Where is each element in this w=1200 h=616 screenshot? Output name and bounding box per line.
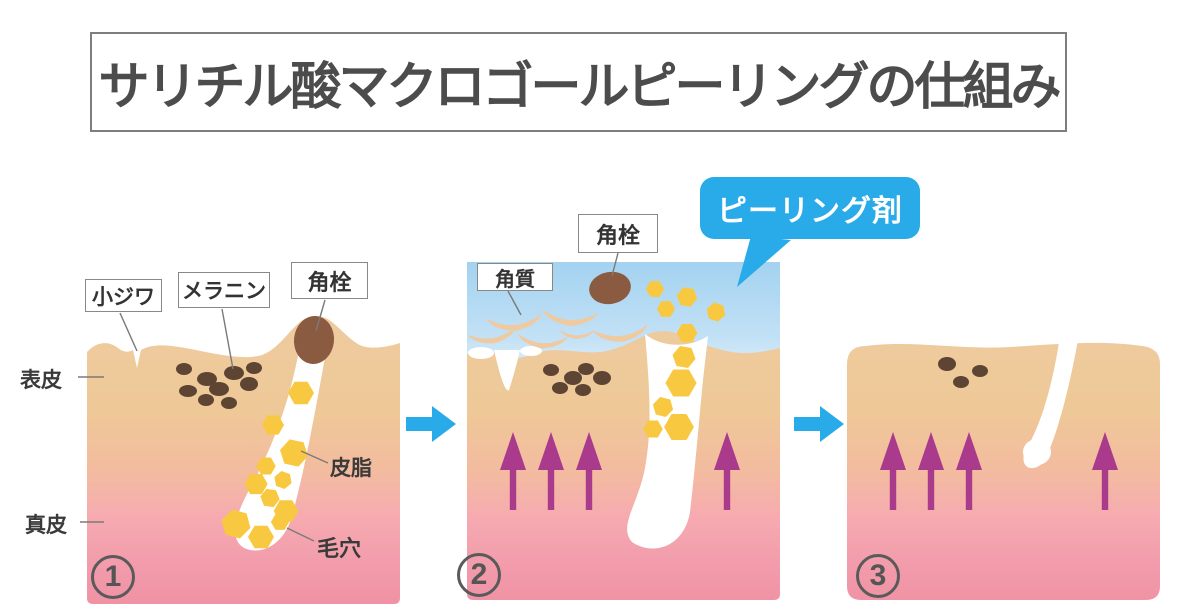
label-dermis: 真皮 bbox=[25, 514, 67, 537]
panel3-skin-cross-section bbox=[847, 336, 1160, 600]
step-number-2: 2 bbox=[457, 553, 501, 597]
step2-to-step3-arrow-icon bbox=[794, 406, 844, 442]
peeling-agent-bubble-text: ピーリング剤 bbox=[717, 195, 903, 228]
keratin-plug-shape bbox=[293, 316, 335, 364]
peeling-agent-bubble: ピーリング剤 bbox=[700, 177, 920, 239]
panel1-skin-cross-section bbox=[87, 316, 400, 604]
melanin-dots bbox=[176, 362, 262, 409]
title-box: サリチル酸マクロゴールピーリングの仕組み bbox=[90, 32, 1067, 132]
panel2-skin-cross-section bbox=[467, 262, 780, 600]
label-pore: 毛穴 bbox=[317, 536, 362, 561]
label-melanin: メラニン bbox=[178, 272, 270, 308]
dissolving-surface bbox=[468, 346, 542, 391]
floating-keratin-plug-shape bbox=[589, 271, 631, 305]
label-keratin-plug-2: 角栓 bbox=[578, 214, 658, 253]
label-keratin-plug-1: 角栓 bbox=[291, 262, 368, 299]
step-number-1: 1 bbox=[91, 555, 135, 599]
label-sebum: 皮脂 bbox=[330, 457, 372, 480]
melanin-dots bbox=[543, 363, 611, 396]
page-title: サリチル酸マクロゴールピーリングの仕組み bbox=[98, 58, 1061, 115]
speech-bubble-tail bbox=[737, 236, 791, 287]
label-epidermis: 表皮 bbox=[20, 369, 62, 392]
melanin-dots bbox=[938, 357, 988, 388]
label-dead-skin: 角質 bbox=[477, 263, 553, 291]
step1-to-step2-arrow-icon bbox=[406, 406, 456, 442]
clean-pore-shape bbox=[1023, 336, 1078, 469]
step-number-3: 3 bbox=[856, 554, 900, 598]
clean-pore-bulb bbox=[1023, 439, 1051, 465]
leader-lines bbox=[78, 252, 619, 542]
label-fine-wrinkle: 小ジワ bbox=[85, 279, 162, 312]
